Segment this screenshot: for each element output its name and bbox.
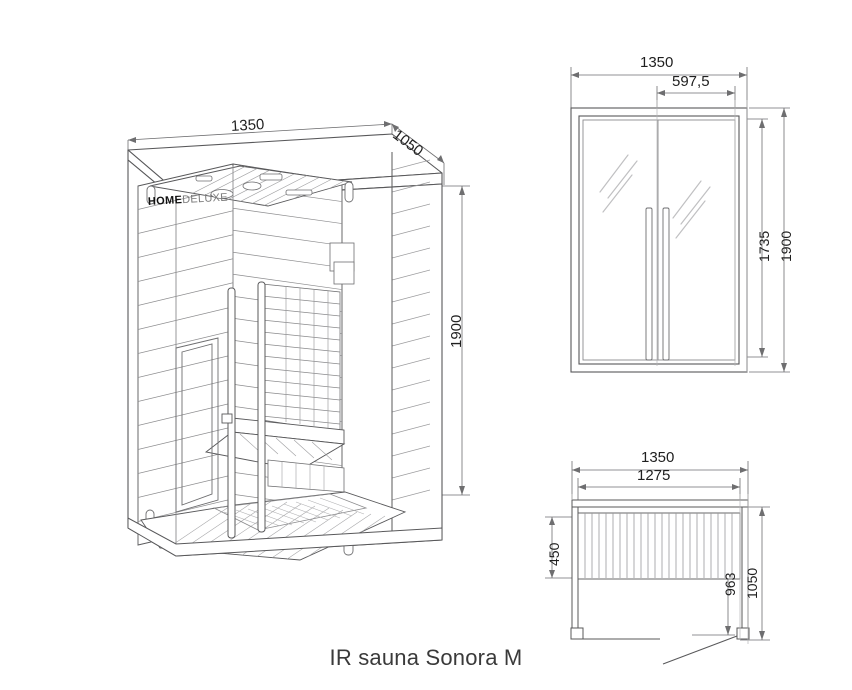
plan-jamb-right: [736, 627, 750, 640]
iso-left-wall: [137, 163, 234, 546]
iso-dim-label-width: 1350: [230, 115, 265, 136]
front-view-group: [570, 67, 790, 373]
corner-lamp-top-left: [146, 185, 156, 205]
front-dim-width-1350: [570, 67, 748, 112]
ceiling-strip-icon-2: [285, 189, 313, 196]
front-dim-label-width: 1350: [640, 54, 674, 71]
plan-wall-left: [571, 499, 579, 639]
plan-dim-label-width: 1350: [641, 449, 675, 466]
front-dim-label-height: 1900: [778, 230, 794, 262]
front-dim-label-door: 597,5: [672, 73, 710, 90]
plan-door-leaf-right: [662, 635, 738, 665]
plan-bench-slats: [577, 512, 741, 580]
plan-dim-label-inner-width: 1275: [637, 467, 671, 484]
plan-dim-depth-1050: [740, 506, 770, 641]
plan-door-leaves: [583, 635, 738, 665]
door-handle-left: [227, 287, 236, 539]
plan-dim-bench-450: [545, 516, 582, 579]
floor-duckboard: [212, 493, 368, 531]
iso-backrest-slats: [261, 283, 341, 433]
plan-construction-lines: [571, 494, 749, 644]
front-construction-lines: [656, 100, 748, 372]
ceiling-strip-icon: [195, 175, 213, 182]
front-door-handles: [645, 207, 670, 361]
iso-ceiling-panel: [149, 165, 353, 207]
front-handle-left: [645, 207, 653, 361]
glass-panel-right: [657, 119, 736, 361]
plan-dim-label-depth: 1050: [744, 567, 760, 599]
front-glass-panels: [582, 119, 736, 361]
iso-corner-lamps: [145, 181, 354, 556]
front-handle-right: [662, 207, 670, 361]
brand-logo-bold: HOME: [147, 194, 183, 208]
front-glass-reflections: [599, 154, 711, 239]
plan-door-jambs: [570, 627, 750, 640]
plan-dim-label-bench: 450: [546, 542, 562, 566]
iso-base-plinth: [127, 517, 443, 557]
ceiling-light-icon: [242, 181, 262, 191]
plan-view-group: [545, 461, 770, 665]
iso-dim-depth: [391, 123, 445, 185]
plan-dim-label-inner-depth: 963: [722, 572, 738, 596]
front-dim-height-1900: [749, 107, 790, 373]
iso-left-panel: [175, 337, 219, 513]
door-handle-right: [257, 281, 266, 533]
drawing-caption: IR sauna Sonora M: [329, 645, 523, 670]
front-dim-label-glass: 1735: [756, 230, 772, 262]
glass-panel-left: [582, 119, 659, 361]
corner-lamp-top-right: [344, 181, 354, 203]
isometric-view-group: [127, 121, 470, 561]
plan-jamb-left: [570, 627, 584, 640]
ceiling-vent-icon: [259, 173, 283, 181]
plan-wall-back: [571, 499, 749, 508]
door-latch-icon: [221, 413, 233, 424]
iso-control-panel: [329, 242, 355, 285]
control-panel-lower: [333, 261, 355, 285]
iso-door-handles: [227, 281, 266, 539]
iso-dim-label-height: 1900: [448, 314, 465, 348]
brand-logo-light: DELUXE: [181, 191, 229, 207]
plan-dim-width-1350: [571, 461, 749, 500]
